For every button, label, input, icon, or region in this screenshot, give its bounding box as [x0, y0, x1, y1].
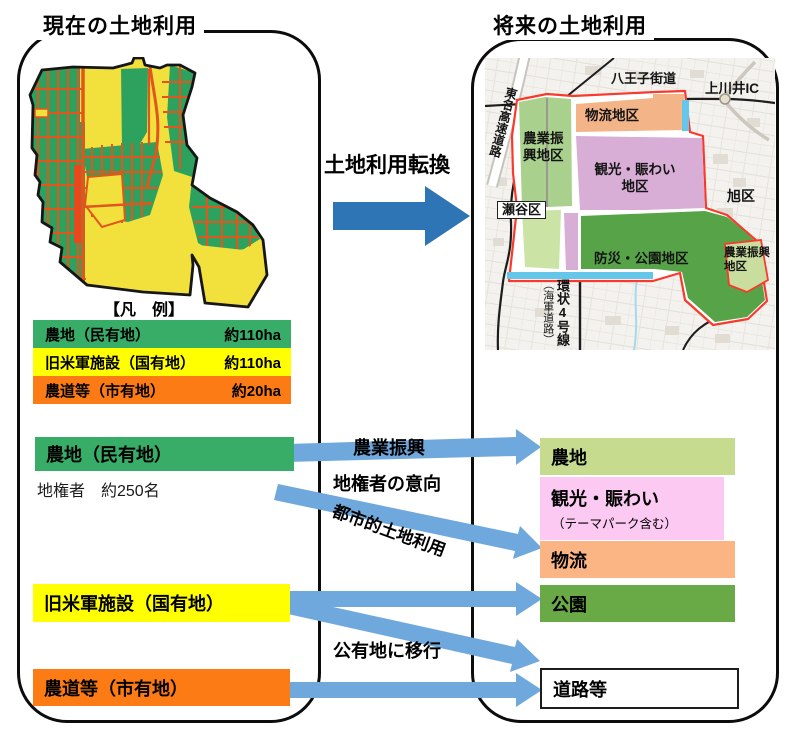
flow-label-landowner-intent: 地権者の意向	[333, 474, 441, 494]
future-land-use-map	[485, 58, 775, 350]
kanko-district	[576, 136, 705, 210]
bosai-park-district	[581, 211, 765, 322]
legend-row-military: 旧米軍施設（国有地） 約110ha	[33, 348, 291, 376]
yellow-enclave	[83, 172, 127, 229]
dest-box-logistics: 物流	[540, 541, 735, 578]
dest-kanko-label: 観光・賑わい	[551, 489, 659, 509]
major-farm-roads	[81, 62, 160, 292]
flow-label-to-public: 公有地に移行	[333, 641, 441, 661]
landowner-note: 地権者 約250名	[37, 483, 160, 500]
flow-label-urban-use: 都市的土地利用	[329, 501, 449, 561]
logistics-district	[576, 94, 686, 132]
map-label-bosai-park: 防災・公園地区	[594, 251, 689, 266]
site-outline	[28, 57, 269, 309]
map-label-agri-left: 農業振 興地区	[523, 131, 564, 163]
future-panel-title: 将来の土地利用	[486, 10, 654, 40]
kanko-tail	[564, 213, 578, 270]
agri-district-left-lower	[522, 210, 561, 269]
map-label-navy-road: （海軍道路）	[541, 279, 554, 345]
legend-area: 約110ha	[224, 326, 281, 344]
dest-box-kanko: 観光・賑わい （テーマパーク含む）	[540, 477, 724, 540]
dest-box-farmland: 農地	[540, 438, 735, 475]
legend-label: 農地（民有地）	[45, 326, 151, 344]
legend-title: 【凡 例】	[104, 302, 185, 319]
source-box-farm-roads: 農道等（市有地）	[33, 669, 290, 706]
flow-label-conversion: 土地利用転換	[324, 154, 450, 177]
map-label-asahi: 旭区	[727, 188, 755, 204]
source-box-military: 旧米軍施設（国有地）	[33, 584, 290, 622]
conversion-arrow	[333, 186, 470, 246]
current-map-fill	[30, 58, 267, 307]
flow-label-agri-promotion: 農業振興	[353, 438, 425, 458]
map-label-logistics: 物流地区	[585, 108, 639, 123]
legend-label: 農道等（市有地）	[45, 382, 166, 400]
tomei-expressway	[486, 58, 531, 188]
legend-row-roads: 農道等（市有地） 約20ha	[33, 376, 291, 404]
map-label-agri-right: 農業振興 地区	[724, 247, 770, 274]
map-label-kanko: 観光・賑わい 地区	[594, 162, 676, 194]
legend-area: 約20ha	[231, 382, 281, 400]
agri-district-right	[724, 239, 769, 293]
legend-area: 約110ha	[224, 354, 281, 372]
current-panel-title: 現在の土地利用	[36, 10, 204, 40]
map-label-kamikawai-ic: 上川井IC	[705, 81, 759, 96]
legend: 農地（民有地） 約110ha 旧米軍施設（国有地） 約110ha 農道等（市有地…	[33, 320, 291, 404]
map-label-hachioji: 八王子街道	[611, 71, 677, 86]
yellow-tail	[198, 240, 267, 307]
map-label-ring-road: （海軍道路） 環状4号線	[541, 279, 570, 346]
dest-kanko-sublabel: （テーマパーク含む）	[552, 517, 678, 531]
current-land-use-map	[28, 57, 269, 309]
dest-box-roads: 道路等	[540, 668, 739, 709]
kamikawai-ic-node	[719, 93, 731, 105]
map-label-seya: 瀬谷区	[497, 201, 547, 220]
source-box-farmland: 農地（民有地）	[35, 437, 294, 471]
legend-label: 旧米軍施設（国有地）	[45, 354, 196, 372]
stream	[633, 279, 638, 350]
water-band	[507, 272, 653, 279]
dest-box-park: 公園	[540, 585, 735, 622]
pond	[682, 100, 689, 131]
future-districts	[507, 94, 769, 322]
legend-row-farmland: 農地（民有地） 約110ha	[33, 320, 291, 348]
agri-district-left	[519, 97, 572, 208]
interchange-roads	[719, 60, 770, 142]
